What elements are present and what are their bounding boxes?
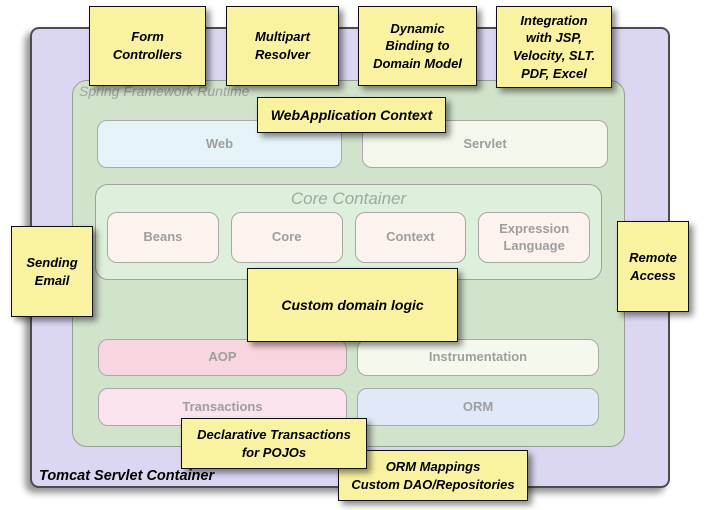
module-aop: AOP bbox=[98, 339, 347, 376]
module-beans: Beans bbox=[107, 212, 219, 263]
note-webapplication-context: WebApplication Context bbox=[257, 97, 446, 133]
module-expression-language: Expression Language bbox=[478, 212, 590, 263]
module-core: Core bbox=[230, 212, 343, 263]
module-web: Web bbox=[97, 120, 342, 168]
note-integration-views: Integration with JSP, Velocity, SLT. PDF… bbox=[496, 6, 612, 88]
note-form-controllers: Form Controllers bbox=[89, 6, 206, 86]
module-orm: ORM bbox=[357, 388, 599, 426]
module-context: Context bbox=[354, 212, 467, 263]
note-remote-access: Remote Access bbox=[617, 221, 689, 312]
core-container-label: Core Container bbox=[290, 189, 407, 208]
tomcat-servlet-container-label: Tomcat Servlet Container bbox=[39, 468, 215, 484]
note-orm-mappings: ORM Mappings Custom DAO/Repositories bbox=[338, 450, 528, 501]
note-custom-domain-logic: Custom domain logic bbox=[247, 268, 458, 342]
note-dynamic-binding: Dynamic Binding to Domain Model bbox=[358, 6, 477, 86]
core-container-items: Beans Core Context Expression Language bbox=[96, 212, 601, 263]
note-sending-email: Sending Email bbox=[11, 226, 93, 317]
core-container-box: Core Container Beans Core Context Expres… bbox=[95, 184, 602, 280]
note-multipart-resolver: Multipart Resolver bbox=[226, 6, 339, 86]
module-instrumentation: Instrumentation bbox=[357, 339, 599, 376]
note-declarative-transactions: Declarative Transactions for POJOs bbox=[181, 418, 367, 469]
spring-framework-runtime-label: Spring Framework Runtime bbox=[79, 83, 250, 99]
